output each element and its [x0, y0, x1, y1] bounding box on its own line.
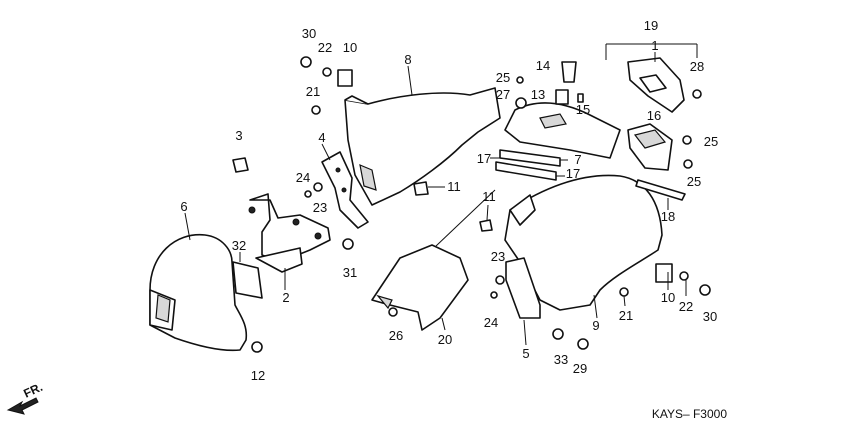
callout-22a: 22 [318, 40, 332, 55]
callout-21b: 21 [619, 308, 633, 323]
diagram-code: KAYS– F3000 [652, 407, 727, 421]
screw-21b-icon [619, 287, 629, 297]
callout-22b: 22 [679, 299, 693, 314]
callout-23a: 23 [313, 200, 327, 215]
callout-4: 4 [318, 130, 325, 145]
callout-21a: 21 [306, 84, 320, 99]
screw-24-icon [304, 190, 312, 198]
callout-17a: 17 [477, 151, 491, 166]
callout-32: 32 [232, 238, 246, 253]
front-direction-arrow-icon [6, 397, 39, 415]
screw-21-icon [311, 105, 321, 115]
callout-2: 2 [282, 290, 289, 305]
callout-7: 7 [574, 152, 581, 167]
small-bracket-part [505, 257, 541, 346]
washer-23b-icon [495, 275, 505, 285]
fasteners [251, 56, 711, 353]
clip-11a-part [413, 181, 445, 196]
bolt-30-icon [300, 56, 312, 68]
bolt-33-icon [552, 328, 564, 340]
callout-20: 20 [438, 332, 452, 347]
screw-25c-icon [683, 159, 693, 169]
grommet-10-icon [337, 69, 353, 87]
side-bracket-part [321, 143, 369, 229]
screw-24b-icon [490, 291, 498, 299]
callout-25b: 25 [704, 134, 718, 149]
under-cover-part [371, 189, 496, 331]
nut-27-icon [515, 97, 527, 109]
callout-10a: 10 [343, 40, 357, 55]
front-cowl-part [149, 212, 248, 352]
part-18-strip [635, 179, 686, 210]
callout-25c: 25 [687, 174, 701, 189]
main-cowl-part [504, 174, 663, 319]
screw-25a-icon [516, 76, 524, 84]
callout-30a: 30 [302, 26, 316, 41]
callout-13: 13 [531, 87, 545, 102]
pin-15-icon [577, 93, 584, 103]
bracket-32-part [232, 252, 263, 299]
callout-6: 6 [180, 199, 187, 214]
bolt-14-icon [561, 61, 577, 83]
callout-15: 15 [576, 102, 590, 117]
bolt-12-icon [251, 341, 263, 353]
screw-26-icon [388, 307, 398, 317]
inner-cowl-part [344, 65, 501, 206]
part-16-cover [627, 123, 673, 171]
headlight-stay-part [248, 193, 331, 290]
callout-1: 1 [651, 38, 658, 53]
callout-10b: 10 [661, 290, 675, 305]
callout-25a: 25 [496, 70, 510, 85]
callout-5: 5 [522, 346, 529, 361]
grommet-3-part [232, 157, 249, 173]
clip-11b-part [479, 204, 493, 232]
callout-11b: 11 [482, 189, 496, 204]
callout-27: 27 [496, 87, 510, 102]
bolt-31-icon [342, 238, 354, 250]
callout-28: 28 [690, 59, 704, 74]
front-direction-label: FR. [21, 380, 44, 401]
grommet-10b-icon [655, 263, 673, 283]
callout-19: 19 [644, 18, 658, 33]
callout-33: 33 [554, 352, 568, 367]
callout-29: 29 [573, 361, 587, 376]
callout-3: 3 [235, 128, 242, 143]
callout-26: 26 [389, 328, 403, 343]
bolt-29-icon [577, 338, 589, 350]
mount-bracket-part [605, 43, 698, 113]
callout-12: 12 [251, 368, 265, 383]
callout-18: 18 [661, 209, 675, 224]
callout-24a: 24 [296, 170, 310, 185]
callout-23b: 23 [491, 249, 505, 264]
callout-30b: 30 [703, 309, 717, 324]
callout-24b: 24 [484, 315, 498, 330]
screw-25b-icon [682, 135, 692, 145]
bolt-30b-icon [699, 284, 711, 296]
callout-8: 8 [404, 52, 411, 67]
washer-23-icon [313, 182, 323, 192]
callout-9: 9 [592, 318, 599, 333]
callout-11a: 11 [447, 179, 461, 194]
washer-22-icon [322, 67, 332, 77]
callout-17b: 17 [566, 166, 580, 181]
washer-22b-icon [679, 271, 689, 281]
spring-13-icon [555, 89, 569, 105]
callout-31: 31 [343, 265, 357, 280]
callout-14: 14 [536, 58, 550, 73]
nut-28-icon [692, 89, 702, 99]
callout-16: 16 [647, 108, 661, 123]
top-cover-part [490, 102, 621, 181]
